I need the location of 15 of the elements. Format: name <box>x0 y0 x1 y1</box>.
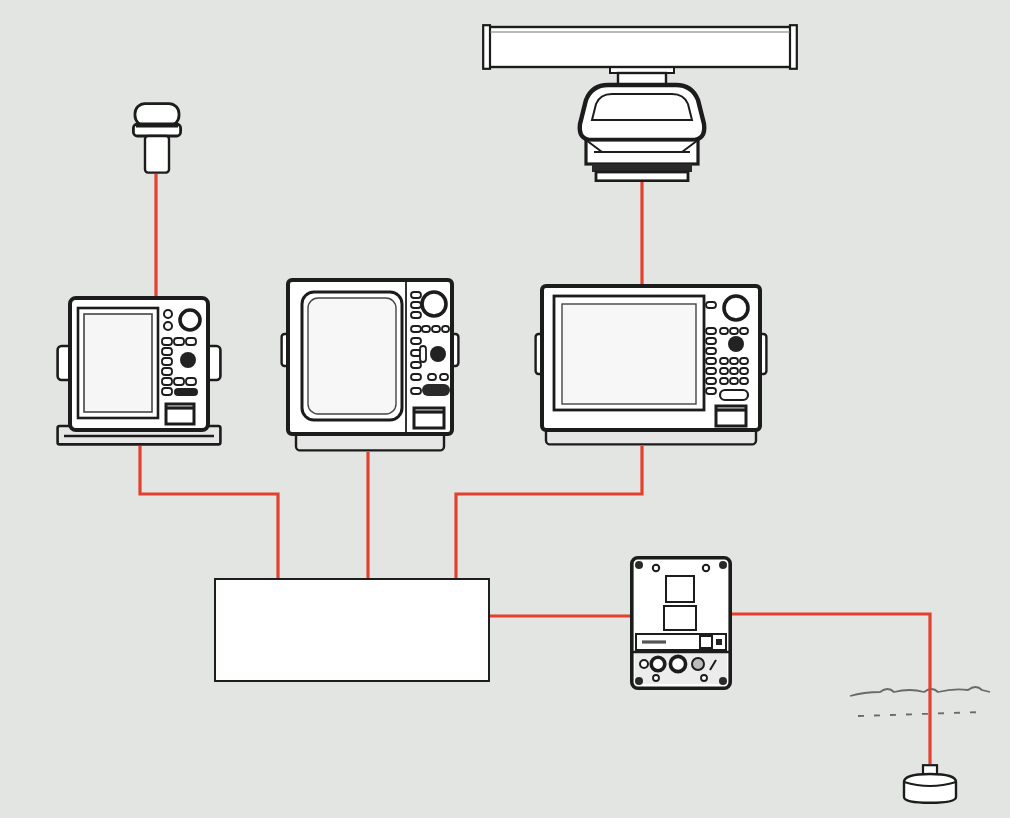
cable-line <box>454 446 644 578</box>
display-unit-drawing <box>280 278 460 452</box>
control-module-drawing <box>630 556 732 690</box>
radar-antenna-drawing <box>482 24 798 182</box>
cable-line <box>490 614 630 618</box>
transducer-drawing <box>902 764 958 804</box>
display-unit-drawing <box>56 296 222 446</box>
cable-line <box>366 452 370 578</box>
cable-line <box>154 174 158 296</box>
display-unit-drawing <box>534 284 768 446</box>
blank-panel <box>214 578 490 682</box>
cable-line <box>640 182 644 284</box>
cable-line <box>138 446 280 578</box>
cable-line <box>732 612 932 764</box>
gps-antenna-drawing <box>132 102 182 174</box>
